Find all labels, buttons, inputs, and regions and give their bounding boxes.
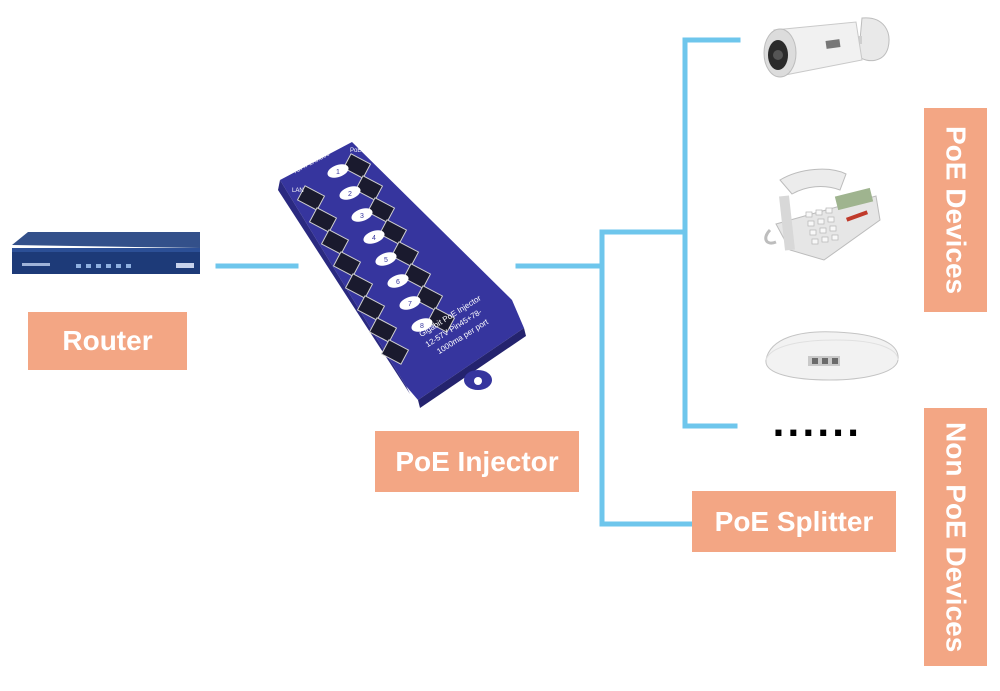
port-number: 2 [348, 191, 352, 198]
poe-injector-label-text: PoE Injector [395, 446, 558, 478]
router-label: Router [28, 312, 187, 370]
router-icon [12, 232, 200, 274]
port-number: 1 [336, 169, 340, 176]
more-devices-ellipsis: ...... [772, 405, 862, 445]
poe-injector-label: PoE Injector [375, 431, 579, 492]
port-number: 7 [408, 301, 412, 308]
port-number: 3 [360, 213, 364, 220]
port-number: 6 [396, 279, 400, 286]
non-poe-devices-label-text: Non PoE Devices [940, 422, 972, 652]
port-number: 4 [372, 235, 376, 242]
line-splitter [602, 232, 692, 524]
poe-devices-label: PoE Devices [924, 108, 987, 312]
injector-lan-text: LAN [292, 188, 304, 194]
ip-phone-icon [766, 169, 880, 260]
poe-splitter-label: PoE Splitter [692, 491, 896, 552]
router-label-text: Router [62, 325, 152, 357]
port-number: 5 [384, 257, 388, 264]
injector-poe-text: PoE [350, 148, 361, 154]
non-poe-devices-label: Non PoE Devices [924, 408, 987, 666]
line-poe-devices-bus [685, 40, 735, 426]
poe-devices-label-text: PoE Devices [940, 126, 972, 294]
poe-splitter-label-text: PoE Splitter [715, 506, 874, 538]
ip-camera-icon [764, 18, 889, 77]
access-point-icon [766, 332, 898, 380]
